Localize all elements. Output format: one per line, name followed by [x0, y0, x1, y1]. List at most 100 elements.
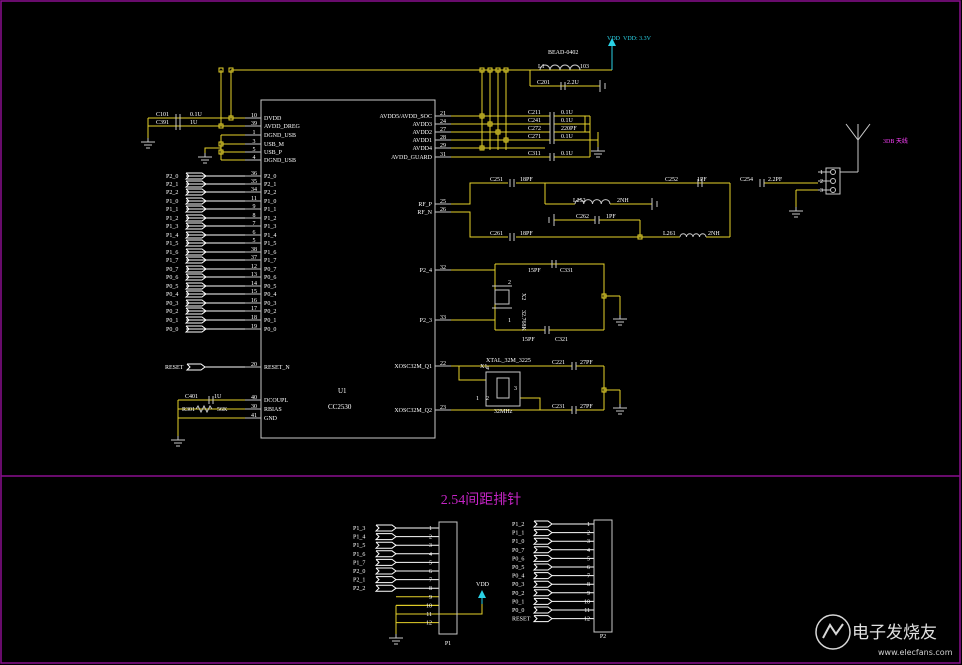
net-label: P1_6 — [166, 250, 178, 256]
pin-name: AVDD2 — [412, 130, 432, 136]
c211-ref: C211 — [528, 110, 541, 116]
p2-net-flag — [532, 597, 553, 605]
l1-bead — [539, 64, 581, 71]
net-label: P1_4 — [166, 233, 178, 239]
pin-number: 29 — [440, 143, 446, 149]
p2-pin-number: 6 — [587, 565, 590, 571]
l261-ref: L261 — [663, 231, 676, 237]
p2-net-label: P0_7 — [512, 548, 524, 554]
junction-dot — [218, 149, 224, 155]
pin-number: 13 — [251, 272, 257, 278]
p1-header-body — [438, 521, 458, 635]
pin-number: 28 — [440, 135, 446, 141]
pin-name: P1_0 — [264, 199, 276, 205]
pin-name: USB_M — [264, 142, 285, 148]
p1-vdd-wire — [439, 604, 483, 615]
net-flag — [184, 307, 207, 315]
c321-ref: C321 — [555, 337, 568, 343]
net-flag — [184, 299, 207, 307]
x2-ref: X2 — [520, 293, 526, 300]
net-label: P1_7 — [166, 258, 178, 264]
c271-value: 0.1U — [561, 134, 574, 140]
net-label: P0_1 — [166, 318, 178, 324]
pin-number: 9 — [253, 204, 256, 210]
l252-value: 2NH — [617, 198, 629, 204]
pin-number: 40 — [251, 395, 257, 401]
pin-name: P2_2 — [264, 190, 276, 196]
pin-name: AVDD1 — [412, 138, 432, 144]
cc2530-chip-body — [260, 99, 436, 439]
p1-pin-number: 3 — [429, 543, 432, 549]
c201-ref: C201 — [537, 80, 550, 86]
pin-name: P0_0 — [264, 327, 276, 333]
p2-net-label: P0_4 — [512, 574, 524, 580]
pin-number: 24 — [440, 119, 446, 125]
pin-number: 37 — [251, 255, 257, 261]
pin-number: 11 — [251, 196, 257, 202]
net-flag — [184, 282, 207, 290]
pin-number: 18 — [251, 315, 257, 321]
net-label: P2_1 — [166, 182, 178, 188]
antenna-pin-number: 3 — [820, 188, 823, 194]
junction-dot — [479, 145, 485, 151]
pin-name: RF_P — [418, 202, 432, 208]
pin-number: 30 — [251, 404, 257, 410]
pin-name: AVDD4 — [412, 146, 432, 152]
p1-pin-number: 5 — [429, 560, 432, 566]
p2-net-flag — [532, 537, 553, 545]
pin-number: 32 — [440, 265, 446, 271]
pin-number: 10 — [251, 113, 257, 119]
p2-net-flag — [532, 572, 553, 580]
pin-name: USB_P — [264, 150, 283, 156]
pin-number: 3 — [253, 139, 256, 145]
r301-resistor — [195, 404, 213, 414]
pin-name: P0_1 — [264, 318, 276, 324]
junction-dot — [487, 121, 493, 127]
wire — [451, 182, 508, 205]
p1-net-label: P2_2 — [353, 586, 365, 592]
p2-pin-number: 10 — [584, 599, 590, 605]
pin-name: P1_7 — [264, 258, 276, 264]
pin-name: AVDD_GUARD — [391, 155, 433, 161]
x1-value: 32MHz — [494, 409, 513, 415]
p1-net-label: P1_4 — [353, 535, 365, 541]
x1-ref: X1 — [480, 364, 487, 370]
net-flag — [184, 290, 207, 298]
net-label: P0_3 — [166, 301, 178, 307]
chip-ref: U1 — [338, 387, 347, 395]
p1-net-flag — [374, 524, 397, 532]
net-flag — [184, 231, 207, 239]
junction-dot — [637, 234, 643, 240]
p2-net-label: P0_1 — [512, 599, 524, 605]
p2-net-flag — [532, 529, 553, 537]
c101-ref: C101 — [156, 112, 169, 118]
junction-dot — [218, 141, 224, 147]
net-label: P0_6 — [166, 275, 178, 281]
p1-net-label: P2_0 — [353, 569, 365, 575]
c241-ref: C241 — [528, 118, 541, 124]
pin-name: P1_4 — [264, 233, 276, 239]
section-title: 2.54间距排针 — [441, 492, 522, 508]
p2-net-label: P1_1 — [512, 531, 524, 537]
p1-vdd-label: VDD — [476, 582, 490, 588]
net-flag — [184, 239, 207, 247]
pin-number: 20 — [251, 362, 257, 368]
junction-dot — [495, 129, 501, 135]
pin-name: GND — [264, 416, 278, 422]
c261-ref: C261 — [490, 231, 503, 237]
pin-name: P0_2 — [264, 309, 276, 315]
p2-pin-number: 8 — [587, 582, 590, 588]
p2-pin-number: 12 — [584, 617, 590, 623]
c272-value: 220PF — [561, 126, 577, 132]
c231-ref: C231 — [552, 404, 565, 410]
junction-dot — [601, 387, 607, 393]
x2-pin2: 2 — [508, 280, 511, 286]
p2-pin-number: 9 — [587, 591, 590, 597]
pin-name: P1_1 — [264, 207, 276, 213]
net-flag — [184, 172, 207, 180]
p2-pin-number: 5 — [587, 556, 590, 562]
pin-name: P2_1 — [264, 182, 276, 188]
net-label: P1_0 — [166, 199, 178, 205]
